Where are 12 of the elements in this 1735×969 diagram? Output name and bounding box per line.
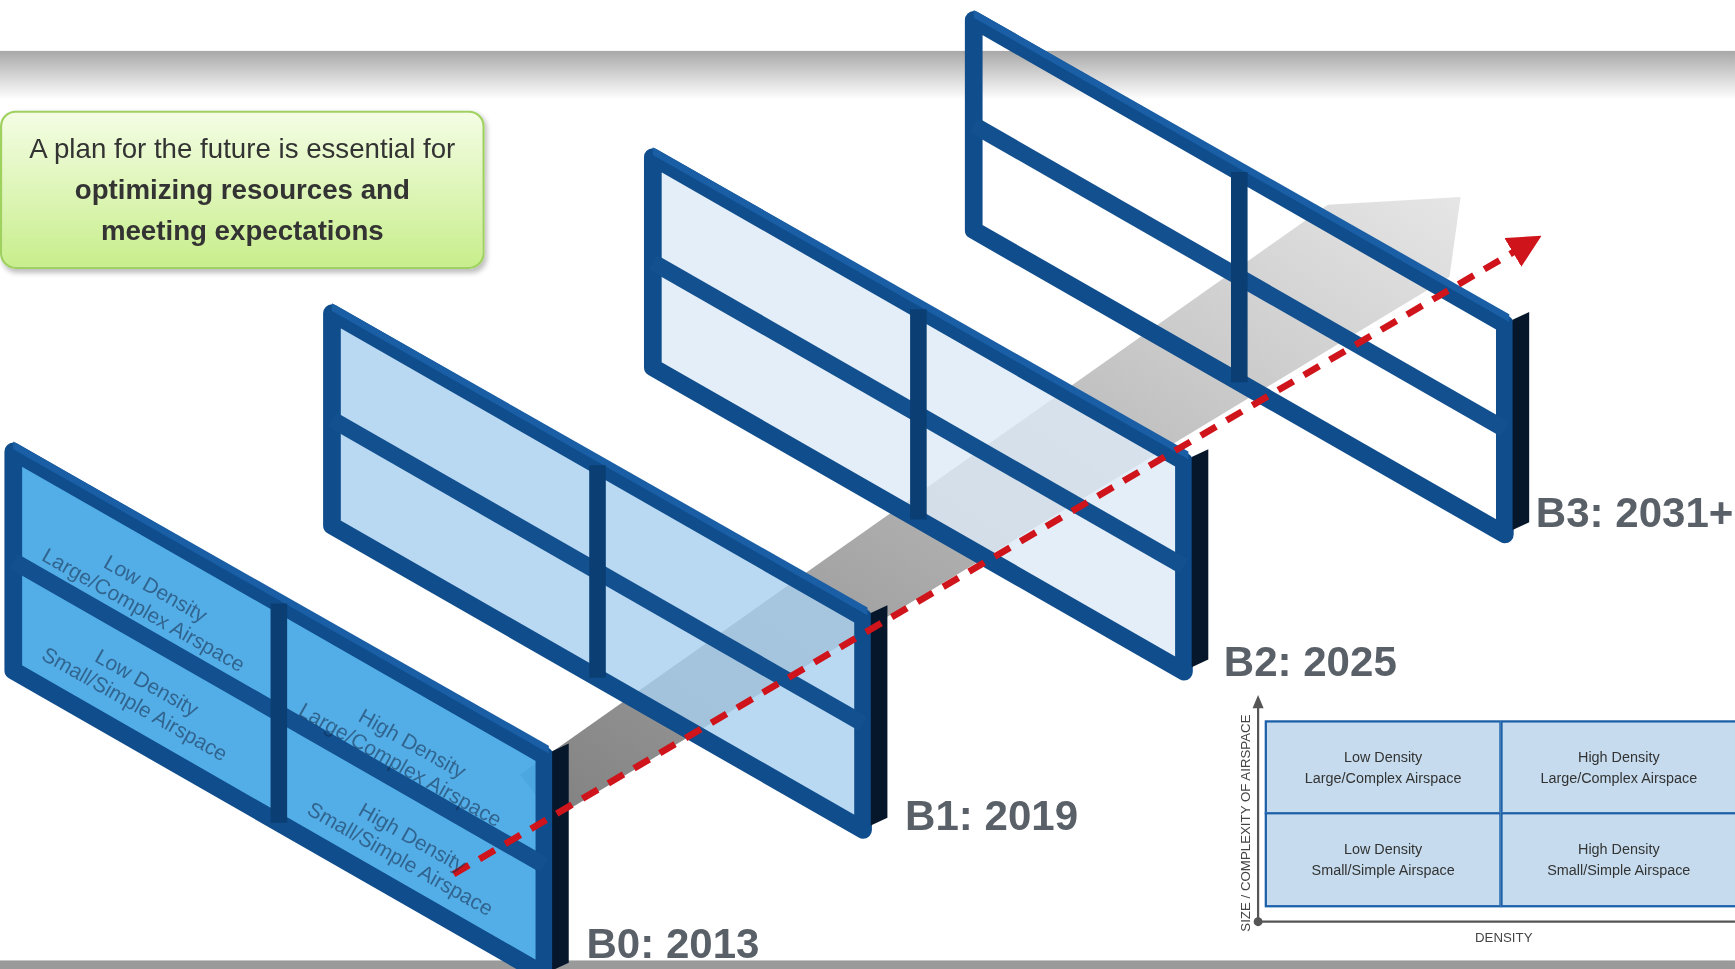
callout-box [0, 110, 485, 269]
axis-label: DENSITY [1474, 929, 1533, 945]
stage-label: B0: 2013 [586, 920, 760, 969]
matrix-cell: High Density Small/Simple Airspace [1500, 812, 1735, 908]
callout-text: A plan for the future is essential for optimizing resources and meeting expectations [29, 131, 456, 248]
stage-label: B3: 2031+ [1535, 489, 1734, 537]
matrix-cell: High Density Large/Complex Airspace [1500, 720, 1735, 815]
stage-label: B1: 2019 [905, 792, 1079, 840]
matrix-cell: Low Density Small/Simple Airspace [1264, 812, 1502, 908]
matrix-cell: Low Density Large/Complex Airspace [1264, 720, 1502, 815]
axis-label: SIZE / COMPLEXITY OF AIRSPACE [1238, 714, 1254, 932]
stage-label: B2: 2025 [1223, 638, 1397, 687]
